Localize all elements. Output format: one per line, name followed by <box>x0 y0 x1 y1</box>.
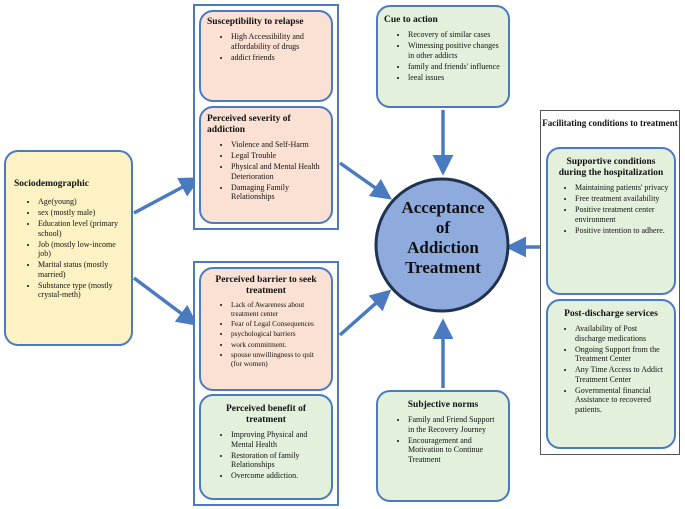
relapse-title: Susceptibility to relapse <box>207 17 304 27</box>
list-item: Legal Trouble <box>231 151 325 161</box>
center-line-2: of <box>435 218 451 237</box>
list-item: Recovery of similar cases <box>408 30 502 40</box>
cue-box: Cue to action Recovery of similar cases … <box>376 5 510 108</box>
supportive-list: Maintaining patients' privacy Free treat… <box>553 183 669 235</box>
center-circle <box>374 177 510 313</box>
facilitating-title: Facilitating conditions to treatment <box>542 118 678 128</box>
cue-list: Recovery of similar cases Witnessing pos… <box>384 30 502 82</box>
list-item: Age(young) <box>38 197 125 207</box>
norms-list: Family and Friend Support in the Recover… <box>384 415 502 464</box>
list-item: Violence and Self-Harm <box>231 140 325 150</box>
postdischarge-title: Post-discharge services <box>564 309 658 319</box>
list-item: Damaging Family Relationships <box>231 183 325 202</box>
list-item: Substance type (mostly crystal-meth) <box>38 281 125 300</box>
relapse-box: Susceptibility to relapse High Accessibi… <box>199 10 333 102</box>
barrier-box: Perceived barrier to seek treatment Lack… <box>199 267 333 391</box>
list-item: Witnessing positive changes in other add… <box>408 41 502 60</box>
postdischarge-list: Availability of Post discharge medicatio… <box>553 324 669 414</box>
list-item: addict friends <box>231 53 325 63</box>
socio-list: Age(young) sex (mostly male) Education l… <box>14 197 125 300</box>
arrow-socio-to-top <box>133 177 201 215</box>
norms-title: Subjective norms <box>407 400 479 410</box>
center-label: Acceptance of Addiction Treatment <box>378 198 508 278</box>
list-item: Encouragement and Motivation to Continue… <box>408 436 502 465</box>
list-item: Improving Physical and Mental Health <box>231 430 325 449</box>
barrier-list: Lack of Awareness about treatment center… <box>207 300 325 369</box>
list-item: Education level (primary school) <box>38 219 125 238</box>
supportive-box: Supportive conditions during the hospita… <box>546 147 676 295</box>
socio-title: Sociodemographic <box>14 179 89 189</box>
norms-box: Subjective norms Family and Friend Suppo… <box>376 390 510 502</box>
center-line-1: Acceptance <box>401 198 485 217</box>
list-item: Free treatment availability <box>575 194 669 204</box>
arrow-bottom-to-center <box>338 289 392 337</box>
benefit-box: Perceived benefit of treatment Improving… <box>199 394 333 500</box>
list-item: Overcome addiction. <box>231 471 325 481</box>
list-item: Restoration of family Relationships <box>231 451 325 470</box>
list-item: Governmental financial Assistance to rec… <box>575 386 669 415</box>
benefit-title: Perceived benefit of treatment <box>225 404 307 425</box>
relapse-list: High Accessibility and affordability of … <box>207 32 325 62</box>
list-item: Family and Friend Support in the Recover… <box>408 415 502 434</box>
list-item: psychological barriers <box>231 330 325 339</box>
list-item: Positive intention to adhere. <box>575 226 669 236</box>
list-item: Fear of Legal Consequences <box>231 319 325 329</box>
center-line-4: Treatment <box>405 258 481 277</box>
cue-title: Cue to action <box>384 15 438 25</box>
list-item: Job (mostly low-income job) <box>38 240 125 259</box>
severity-list: Violence and Self-Harm Legal Trouble Phy… <box>207 140 325 202</box>
postdischarge-box: Post-discharge services Availability of … <box>546 299 676 449</box>
list-item: High Accessibility and affordability of … <box>231 32 325 51</box>
list-item: sex (mostly male) <box>38 208 125 218</box>
list-item: Availability of Post discharge medicatio… <box>575 324 669 343</box>
supportive-title: Supportive conditions during the hospita… <box>558 157 664 178</box>
list-item: leeal issues <box>408 73 502 83</box>
arrow-socio-to-bottom <box>132 276 198 326</box>
arrow-top-to-center <box>338 161 393 200</box>
list-item: Ongoing Support from the Treatment Cente… <box>575 345 669 364</box>
list-item: spouse unwillingness to quit (for women) <box>231 350 325 369</box>
list-item: Positive treatment center environment <box>575 205 669 224</box>
list-item: work commitment. <box>231 340 325 350</box>
sociodemographic-box: Sociodemographic Age(young) sex (mostly … <box>4 150 133 346</box>
list-item: Marital status (mostly married) <box>38 260 125 279</box>
list-item: Lack of Awareness about treatment center <box>231 300 325 319</box>
severity-title: Perceived severity of addiction <box>207 114 291 135</box>
benefit-list: Improving Physical and Mental Health Res… <box>207 430 325 481</box>
severity-box: Perceived severity of addiction Violence… <box>199 106 333 224</box>
list-item: Physical and Mental Health Deterioration <box>231 162 325 181</box>
barrier-title: Perceived barrier to seek treatment <box>215 275 317 296</box>
list-item: Maintaining patients' privacy <box>575 183 669 193</box>
list-item: Any Time Access to Addict Treatment Cent… <box>575 365 669 384</box>
center-line-3: Addiction <box>407 238 479 257</box>
list-item: family and friends' influence <box>408 62 502 72</box>
